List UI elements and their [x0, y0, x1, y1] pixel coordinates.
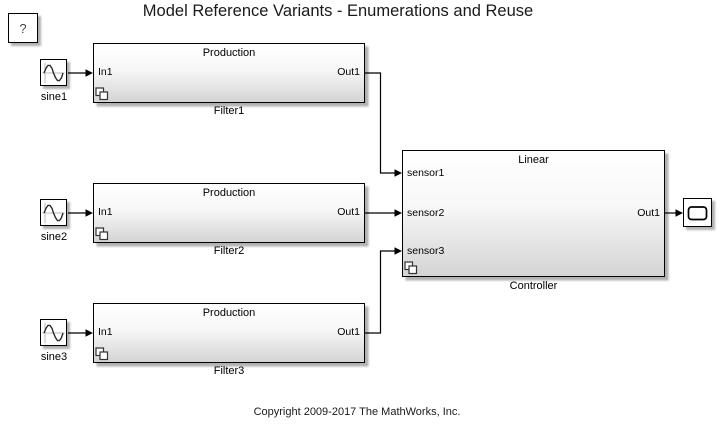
model-reference-icon — [95, 87, 109, 101]
wire-sine2-filter2[interactable] — [68, 209, 93, 217]
filter3-label: Filter3 — [213, 365, 245, 377]
filter1-out-port-label: Out1 — [337, 66, 360, 78]
wire-sine1-filter1[interactable] — [68, 69, 93, 77]
filter2-variant-label: Production — [202, 187, 256, 199]
sine3-label: sine3 — [40, 351, 68, 363]
filter3-in-port-label: In1 — [98, 326, 113, 338]
model-reference-icon — [95, 227, 109, 241]
wire-controller-scope[interactable] — [665, 209, 683, 217]
scope-display-icon — [687, 205, 708, 220]
wire-sine3-filter3[interactable] — [68, 329, 93, 337]
controller-label: Controller — [509, 280, 558, 292]
wire-filter2-sensor2[interactable] — [365, 209, 402, 217]
question-mark-icon: ? — [19, 20, 27, 36]
sine2-block[interactable] — [40, 199, 67, 226]
filter1-label: Filter1 — [213, 105, 245, 117]
controller-out-port-label: Out1 — [637, 207, 660, 219]
model-reference-icon — [95, 347, 109, 361]
sine-wave-icon — [42, 62, 65, 83]
wire-filter1-sensor1[interactable] — [365, 72, 402, 177]
controller-sensor1-port-label: sensor1 — [407, 167, 445, 179]
filter3-out-port-label: Out1 — [337, 326, 360, 338]
sine-wave-icon — [42, 322, 65, 343]
filter1-in-port-label: In1 — [98, 66, 113, 78]
copyright-text: Copyright 2009-2017 The MathWorks, Inc. — [253, 406, 461, 418]
controller-variant-label: Linear — [518, 154, 549, 166]
controller-sensor3-port-label: sensor3 — [407, 245, 445, 257]
filter1-block[interactable]: Production In1 Out1 — [93, 43, 365, 103]
scope-block[interactable] — [683, 198, 712, 227]
diagram-title: Model Reference Variants - Enumerations … — [142, 2, 534, 20]
help-block[interactable]: ? — [8, 13, 38, 43]
controller-block[interactable]: Linear sensor1 sensor2 sensor3 Out1 — [402, 150, 665, 277]
filter2-label: Filter2 — [213, 245, 245, 257]
filter3-block[interactable]: Production In1 Out1 — [93, 303, 365, 363]
filter3-variant-label: Production — [202, 307, 256, 319]
model-reference-icon — [404, 261, 418, 275]
filter1-variant-label: Production — [202, 47, 256, 59]
controller-sensor2-port-label: sensor2 — [407, 207, 445, 219]
wire-filter3-sensor3[interactable] — [365, 247, 402, 334]
filter2-in-port-label: In1 — [98, 206, 113, 218]
sine3-block[interactable] — [40, 319, 67, 346]
filter2-out-port-label: Out1 — [337, 206, 360, 218]
sine1-block[interactable] — [40, 59, 67, 86]
sine1-label: sine1 — [40, 91, 68, 103]
sine-wave-icon — [42, 202, 65, 223]
sine2-label: sine2 — [40, 231, 68, 243]
filter2-block[interactable]: Production In1 Out1 — [93, 183, 365, 243]
